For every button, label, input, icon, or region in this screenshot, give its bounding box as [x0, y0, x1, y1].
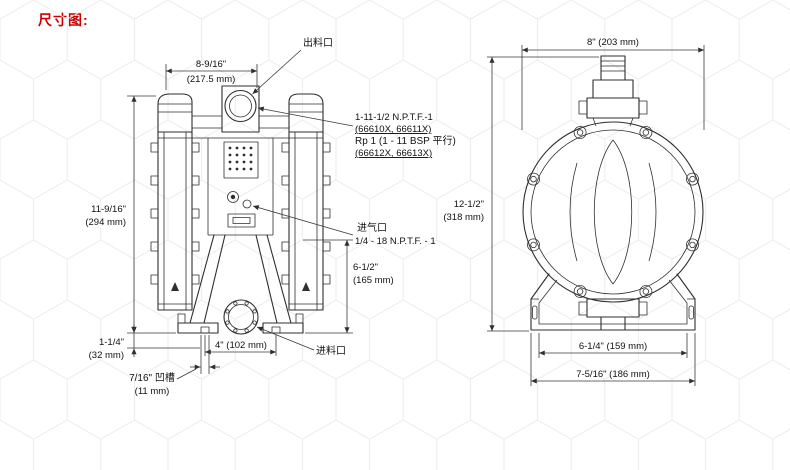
callout-inlet-port: 进料口 [316, 344, 346, 357]
air-inlet-valve [227, 191, 256, 228]
callout-air-inlet: 进气口 [357, 221, 387, 234]
callout-outlet-thread-3: Rp 1 (1 - 11 BSP 平行) [355, 134, 456, 147]
left-chamber [150, 131, 200, 311]
side-view-dimensions: 8" (203 mm) 12-1/2" (318 mm) 6-1/4" (159… [443, 37, 705, 386]
dim-side-overall-height-mm: (318 mm) [443, 212, 484, 223]
dim-front-groove: 7/16" 凹槽 [129, 371, 175, 384]
dim-front-inlet-height-mm: (165 mm) [353, 275, 394, 286]
callout-outlet-port: 出料口 [303, 36, 333, 49]
right-chamber [281, 131, 331, 311]
dim-front-foot-spacing: 4" (102 mm) [215, 340, 267, 351]
dim-side-feet-inner: 6-1/4" (159 mm) [579, 341, 647, 352]
callout-outlet-thread-1: 1-11-1/2 N.P.T.F.-1 [355, 112, 433, 123]
dim-side-overall-height: 12-1/2" [454, 199, 484, 210]
dim-front-foot-offset-mm: (32 mm) [89, 350, 124, 361]
flow-arrow-icon [171, 282, 179, 291]
center-body [192, 137, 289, 236]
callout-outlet-thread-2: (66610X, 66611X) [355, 124, 431, 135]
stand-side [530, 273, 696, 331]
stand-legs-front [177, 234, 304, 334]
front-view-dimensions: 8-9/16" (217.5 mm) 11-9/16" (294 mm) 6-1… [85, 36, 455, 397]
callout-outlet-thread-4: (66612X, 66613X) [355, 148, 432, 159]
dim-front-overall-height-mm: (294 mm) [85, 217, 126, 228]
dim-front-top-width: 8-9/16" [196, 59, 226, 70]
callout-air-inlet-thread: 1/4 - 18 N.P.T.F. - 1 [355, 236, 436, 247]
dim-front-groove-mm: (11 mm) [135, 386, 170, 397]
dim-side-feet-outer: 7-5/16" (186 mm) [576, 369, 650, 380]
dim-front-overall-height: 11-9/16" [91, 204, 126, 215]
pump-side-view [522, 55, 704, 331]
dim-front-top-width-mm: (217.5 mm) [187, 74, 236, 85]
pump-front-view [150, 85, 331, 335]
clamp-bolts [527, 126, 699, 298]
inlet-port-front [223, 299, 259, 335]
outlet-port-side [578, 55, 648, 127]
dim-front-foot-offset: 1-1/4" [99, 337, 124, 348]
outlet-port-front [224, 89, 257, 123]
muffler [223, 141, 259, 179]
dim-side-top-width: 8" (203 mm) [587, 37, 639, 48]
dim-front-inlet-height: 6-1/2" [353, 262, 378, 273]
flow-arrow-icon [302, 282, 310, 291]
clamp-band-outer [522, 121, 704, 303]
